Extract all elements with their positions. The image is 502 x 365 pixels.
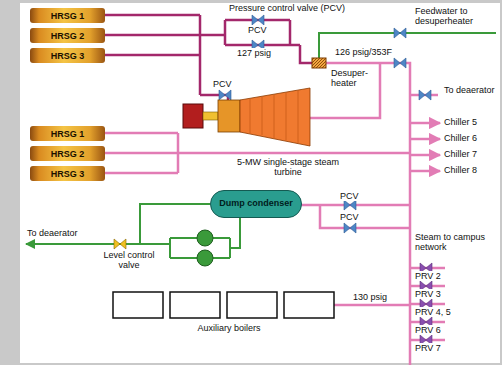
hrsg-unit: HRSG 2 xyxy=(30,146,105,161)
campus-label: Steam to campus network xyxy=(414,232,498,253)
node-text: HRSG 2 xyxy=(51,149,85,159)
level-control-valve xyxy=(114,239,126,249)
pressure-label: 127 psig xyxy=(236,48,272,58)
lp-steam-pipe xyxy=(105,63,445,365)
prv-label: PRV 2 xyxy=(414,271,442,281)
prv-label: PRV 6 xyxy=(414,325,442,335)
hp-steam-pipe xyxy=(105,15,312,100)
chiller-label: Chiller 8 xyxy=(443,165,478,175)
prv-label: PRV 3 xyxy=(414,289,442,299)
node-text: HRSG 1 xyxy=(51,11,85,21)
node-text: HRSG 3 xyxy=(51,51,85,61)
hrsg-unit: HRSG 2 xyxy=(30,28,105,43)
boiler-label: Auxiliary boilers xyxy=(168,323,290,333)
chiller-label: Chiller 7 xyxy=(443,149,478,159)
condensate-pipe xyxy=(26,33,496,258)
destination-label: To deaerator xyxy=(26,228,79,238)
desuperheater-label: Desuper- heater xyxy=(330,68,378,89)
destination-label: To deaerator xyxy=(443,85,496,95)
valve-label: PCV xyxy=(212,79,233,89)
valve-symbol xyxy=(219,15,431,233)
chiller-label: Chiller 5 xyxy=(443,117,478,127)
chiller-branch xyxy=(410,123,440,171)
pressure-label: 130 psig xyxy=(352,292,388,302)
desuperheater xyxy=(312,58,326,68)
prv-label: PRV 4, 5 xyxy=(414,307,452,317)
node-text: HRSG 2 xyxy=(51,31,85,41)
feedwater-label: Feedwater to desuperheater xyxy=(414,6,498,27)
steam-turbine xyxy=(183,88,310,146)
valve-label: PCV xyxy=(339,191,360,201)
drawing-ground xyxy=(20,3,500,363)
valve-label: Pressure control valve (PCV) xyxy=(228,3,346,13)
valve-label: PCV xyxy=(339,212,360,222)
hrsg-unit: HRSG 1 xyxy=(30,8,105,23)
turbine-label: 5-MW single-stage steam turbine xyxy=(232,157,344,178)
hrsg-unit: HRSG 3 xyxy=(30,166,105,181)
pressure-label: 126 psig/353F xyxy=(334,47,393,57)
prv-label: PRV 7 xyxy=(414,343,442,353)
pump xyxy=(197,230,213,266)
hrsg-unit: HRSG 3 xyxy=(30,48,105,63)
dump-condenser: Dump condenser xyxy=(210,190,302,218)
chiller-label: Chiller 6 xyxy=(443,133,478,143)
node-text: HRSG 3 xyxy=(51,169,85,179)
auxiliary-boiler xyxy=(113,292,334,318)
valve-label: PCV xyxy=(247,25,268,35)
hrsg-unit: HRSG 1 xyxy=(30,126,105,141)
node-text: HRSG 1 xyxy=(51,129,85,139)
desuperheater-hatch xyxy=(312,58,326,68)
node-text: Dump condenser xyxy=(219,199,293,209)
valve-label: Level control valve xyxy=(96,250,162,271)
